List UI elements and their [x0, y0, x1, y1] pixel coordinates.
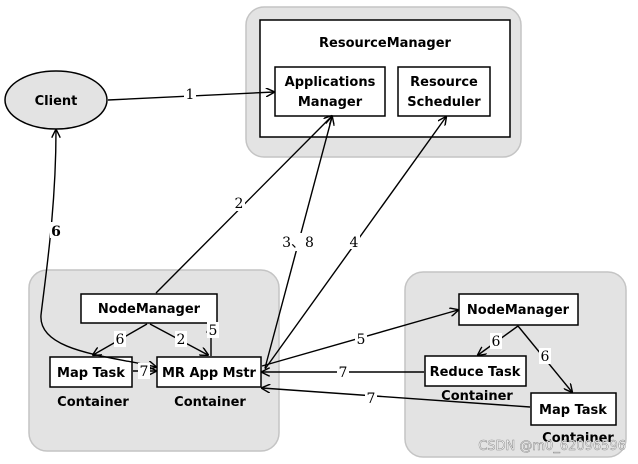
edge-label-6-client: 6	[51, 224, 61, 240]
left-map-task-container-label: Container	[57, 395, 129, 410]
left-map-task-label: Map Task	[57, 366, 125, 381]
reduce-task-label: Reduce Task	[430, 365, 521, 380]
reduce-task-container-label: Container	[441, 389, 513, 404]
edge-label-3-8: 3、8	[282, 235, 314, 251]
edge-label-5-left: 5	[209, 323, 218, 339]
applications-manager-label-1: Applications	[285, 75, 376, 90]
edge-label-2-top: 2	[235, 196, 244, 212]
resource-manager-title: ResourceManager	[319, 36, 452, 51]
client-label: Client	[35, 94, 78, 109]
reduce-task-box	[424, 355, 527, 387]
edge-label-5-right: 5	[357, 332, 366, 348]
edge-client-to-mr-master	[40, 130, 156, 367]
left-node-manager-label: NodeManager	[98, 302, 201, 317]
applications-manager-label-2: Manager	[298, 95, 363, 110]
edge-right-map-task-to-mr-master	[262, 388, 531, 408]
edge-label-7-map-right: 7	[367, 391, 376, 407]
edge-label-7-map: 7	[140, 364, 149, 380]
edge-label-6-map-right: 6	[541, 349, 550, 365]
mr-app-master-box	[156, 356, 262, 388]
edge-label-4: 4	[350, 235, 359, 251]
edge-label-6-reduce: 6	[492, 334, 501, 350]
resource-scheduler-label-1: Resource	[410, 75, 478, 90]
edge-label-1: 1	[186, 87, 195, 103]
right-map-task-container-label: Container	[542, 431, 614, 446]
mr-app-master-container-label: Container	[174, 395, 246, 410]
right-node-manager-label: NodeManager	[467, 303, 570, 318]
right-map-task-label: Map Task	[539, 403, 607, 418]
client-node	[4, 70, 108, 130]
edge-label-7-reduce: 7	[339, 365, 348, 381]
edge-label-6-map: 6	[116, 332, 125, 348]
resource-scheduler-label-2: Scheduler	[407, 95, 481, 110]
watermark: CSDN @m0_62096596	[478, 439, 626, 454]
mr-app-master-label: MR App Mstr	[162, 366, 257, 381]
edge-label-2-bottom: 2	[177, 332, 186, 348]
